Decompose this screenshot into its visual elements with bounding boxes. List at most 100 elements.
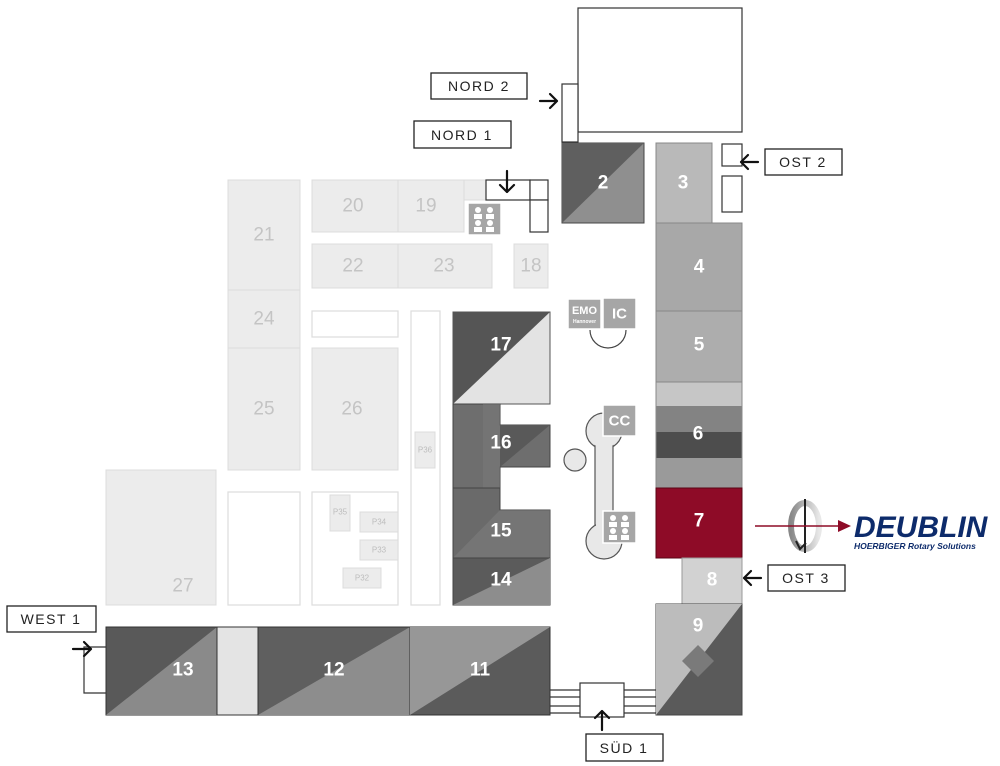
people-icon[interactable] xyxy=(467,202,502,236)
hall-27[interactable] xyxy=(105,469,217,606)
hall-3-label: 3 xyxy=(678,173,689,194)
ic-pavilion xyxy=(589,329,627,349)
hall-empty-west xyxy=(227,491,301,606)
hall-23[interactable] xyxy=(397,243,493,289)
ic-marker[interactable]: IC xyxy=(602,297,637,330)
hall-26[interactable] xyxy=(311,347,399,471)
west1-connector xyxy=(83,646,106,694)
pavilion-p32-label: P32 xyxy=(355,574,370,583)
cc-marker[interactable]: CC xyxy=(602,404,637,437)
hall-16[interactable] xyxy=(452,403,551,489)
entrance-ost2[interactable]: OST 2 xyxy=(739,148,843,176)
pavilion-p32[interactable] xyxy=(342,567,382,589)
hall-6[interactable] xyxy=(655,381,743,489)
nord1-gate-b xyxy=(529,179,549,201)
hall-4[interactable] xyxy=(655,222,743,312)
hall-16-label: 16 xyxy=(490,433,511,454)
entrance-ost3[interactable]: OST 3 xyxy=(742,564,846,592)
hall-5-label: 5 xyxy=(694,335,705,356)
hall-20[interactable] xyxy=(311,179,399,233)
svg-text:EMO: EMO xyxy=(572,305,598,317)
hall-4-label: 4 xyxy=(694,257,705,278)
arrow-down-icon xyxy=(498,169,516,194)
pavilion-p36[interactable] xyxy=(414,431,436,469)
inactive-halls xyxy=(105,179,549,606)
hall-17-label: 17 xyxy=(490,335,511,356)
arrow-left-icon xyxy=(742,569,763,587)
ost2-kiosk-bottom xyxy=(721,175,743,213)
entrance-sud1[interactable]: SÜD 1 xyxy=(585,709,664,762)
svg-text:OST 3: OST 3 xyxy=(782,570,830,586)
hall-22-label: 22 xyxy=(342,256,363,277)
inactive-hall-labels: 21 24 25 20 19 22 23 18 26 27 P36 P35 P3… xyxy=(172,196,541,597)
pavilion-p33[interactable] xyxy=(359,539,399,561)
hall-25-label: 25 xyxy=(253,399,274,420)
hall-18[interactable] xyxy=(513,243,549,289)
hall-12-label: 12 xyxy=(323,660,344,681)
pavilion-p35-label: P35 xyxy=(333,508,348,517)
brand-tagline: HOERBIGER Rotary Solutions xyxy=(854,541,976,551)
hall-19-label: 19 xyxy=(415,196,436,217)
ost2-kiosk-top xyxy=(721,143,743,167)
central-services: EMO Hannover IC CC xyxy=(467,202,637,560)
hall-13[interactable] xyxy=(105,626,218,716)
pavilion-p34[interactable] xyxy=(359,511,399,533)
small-pavilion xyxy=(563,448,587,472)
arrow-left-icon xyxy=(739,153,760,171)
hall-11[interactable] xyxy=(409,626,551,716)
svg-text:IC: IC xyxy=(612,306,627,323)
svg-text:NORD 2: NORD 2 xyxy=(448,78,510,94)
callout-arrow-icon xyxy=(838,520,851,532)
hall-11-label: 11 xyxy=(470,660,491,681)
entrance-nord1[interactable]: NORD 1 xyxy=(413,120,516,194)
deublin-callout[interactable]: DEUBLIN HOERBIGER Rotary Solutions xyxy=(755,499,989,553)
hall-5[interactable] xyxy=(655,310,743,383)
hall-14[interactable] xyxy=(452,557,551,606)
entrance-nord2[interactable]: NORD 2 xyxy=(430,72,559,110)
hall-18-label: 18 xyxy=(520,256,541,277)
hall-3[interactable] xyxy=(655,142,713,224)
hall-24-label: 24 xyxy=(253,309,275,330)
hall-17[interactable] xyxy=(452,311,551,405)
hall-6-label: 6 xyxy=(693,424,704,445)
hall-19[interactable] xyxy=(397,179,465,233)
people-icon[interactable] xyxy=(602,510,637,544)
hall-2[interactable] xyxy=(561,142,645,224)
hall-7-label: 7 xyxy=(694,511,705,532)
hall-13-12-passage xyxy=(216,626,259,716)
emo-marker[interactable]: EMO Hannover xyxy=(567,298,602,330)
hall-14-label: 14 xyxy=(490,570,512,591)
corridor-block xyxy=(311,310,399,338)
hall-21-label: 21 xyxy=(253,225,274,246)
nord1-gate-c xyxy=(529,199,549,233)
arrow-up-icon xyxy=(593,709,611,732)
hall-24[interactable] xyxy=(227,289,301,349)
active-hall-labels: 2 3 4 5 6 7 8 9 17 16 15 14 13 12 11 xyxy=(172,173,717,681)
svg-text:WEST 1: WEST 1 xyxy=(21,611,82,627)
hall-20-label: 20 xyxy=(342,196,363,217)
hall-21[interactable] xyxy=(227,179,301,291)
hall-9-label: 9 xyxy=(693,616,704,637)
pavilion-p34-label: P34 xyxy=(372,518,387,527)
hall-9[interactable] xyxy=(655,603,743,716)
building-nord xyxy=(577,7,743,133)
svg-text:OST 2: OST 2 xyxy=(779,154,827,170)
svg-text:NORD 1: NORD 1 xyxy=(431,127,493,143)
hall-19-annex xyxy=(463,179,487,201)
active-halls xyxy=(105,142,743,716)
hall-25[interactable] xyxy=(227,347,301,471)
hall-27-label: 27 xyxy=(172,576,193,597)
entrance-west1[interactable]: WEST 1 xyxy=(6,605,97,658)
pavilion-p33-label: P33 xyxy=(372,546,387,555)
hall-23-label: 23 xyxy=(433,256,454,277)
hall-13-label: 13 xyxy=(172,660,193,681)
arrow-right-icon xyxy=(538,92,559,110)
hall-7-deublin[interactable] xyxy=(655,487,743,559)
nord2-passage xyxy=(561,83,579,143)
hall-26-label: 26 xyxy=(341,399,362,420)
pavilion-p35[interactable] xyxy=(329,494,351,532)
pavilion-p36-label: P36 xyxy=(418,446,433,455)
hall-8-label: 8 xyxy=(707,570,718,591)
hall-15-label: 15 xyxy=(490,521,512,542)
hall-12[interactable] xyxy=(257,626,411,716)
